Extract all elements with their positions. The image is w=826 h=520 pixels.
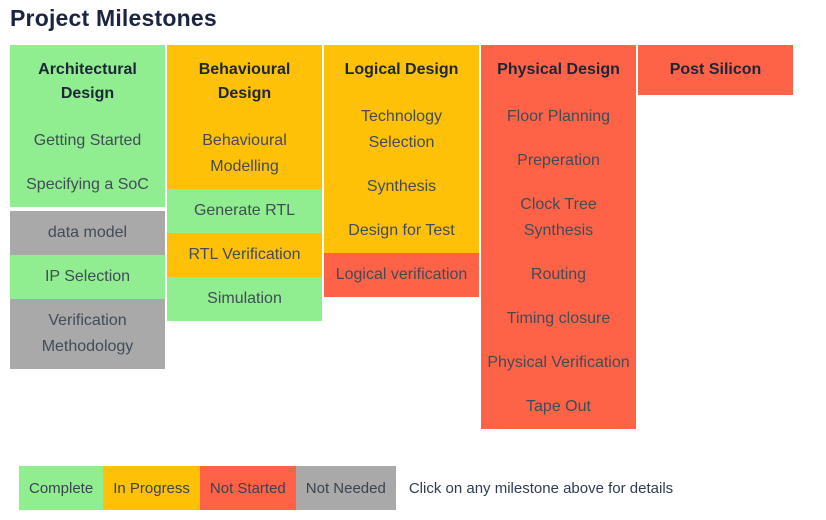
milestone-getting-started[interactable]: Getting Started (10, 119, 165, 163)
page-title: Project Milestones (10, 5, 217, 31)
milestone-tape-out[interactable]: Tape Out (481, 385, 636, 429)
legend-note: Click on any milestone above for details (408, 479, 674, 497)
milestone-logical-verification[interactable]: Logical verification (324, 253, 479, 297)
milestone-column-post-silicon: Post Silicon (638, 45, 793, 95)
milestone-ip-selection[interactable]: IP Selection (10, 255, 165, 299)
milestone-verification-methodology[interactable]: Verification Methodology (10, 299, 165, 369)
milestone-clock-tree-synthesis[interactable]: Clock Tree Synthesis (481, 183, 636, 253)
legend-chip-in-progress: In Progress (103, 466, 200, 510)
milestone-floor-planning[interactable]: Floor Planning (481, 95, 636, 139)
milestone-synthesis[interactable]: Synthesis (324, 165, 479, 209)
column-header-logical-design: Logical Design (324, 45, 479, 95)
milestone-rtl-verification[interactable]: RTL Verification (167, 233, 322, 277)
column-header-post-silicon: Post Silicon (638, 45, 793, 95)
legend-chip-not-started: Not Started (199, 466, 296, 510)
column-header-behavioural-design: Behavioural Design (167, 45, 322, 119)
milestone-routing[interactable]: Routing (481, 253, 636, 297)
legend-chip-complete: Complete (19, 466, 104, 510)
milestone-technology-selection[interactable]: Technology Selection (324, 95, 479, 165)
column-header-physical-design: Physical Design (481, 45, 636, 95)
milestone-preperation[interactable]: Preperation (481, 139, 636, 183)
milestone-generate-rtl[interactable]: Generate RTL (167, 189, 322, 233)
milestone-data-model[interactable]: data model (10, 211, 165, 255)
milestone-design-for-test[interactable]: Design for Test (324, 209, 479, 253)
column-header-architectural-design: Architectural Design (10, 45, 165, 119)
legend-chip-not-needed: Not Needed (295, 466, 396, 510)
milestone-physical-verification[interactable]: Physical Verification (481, 341, 636, 385)
milestone-behavioural-modelling[interactable]: Behavioural Modelling (167, 119, 322, 189)
milestone-simulation[interactable]: Simulation (167, 277, 322, 321)
milestone-timing-closure[interactable]: Timing closure (481, 297, 636, 341)
milestone-specifying-a-soc[interactable]: Specifying a SoC (10, 163, 165, 207)
